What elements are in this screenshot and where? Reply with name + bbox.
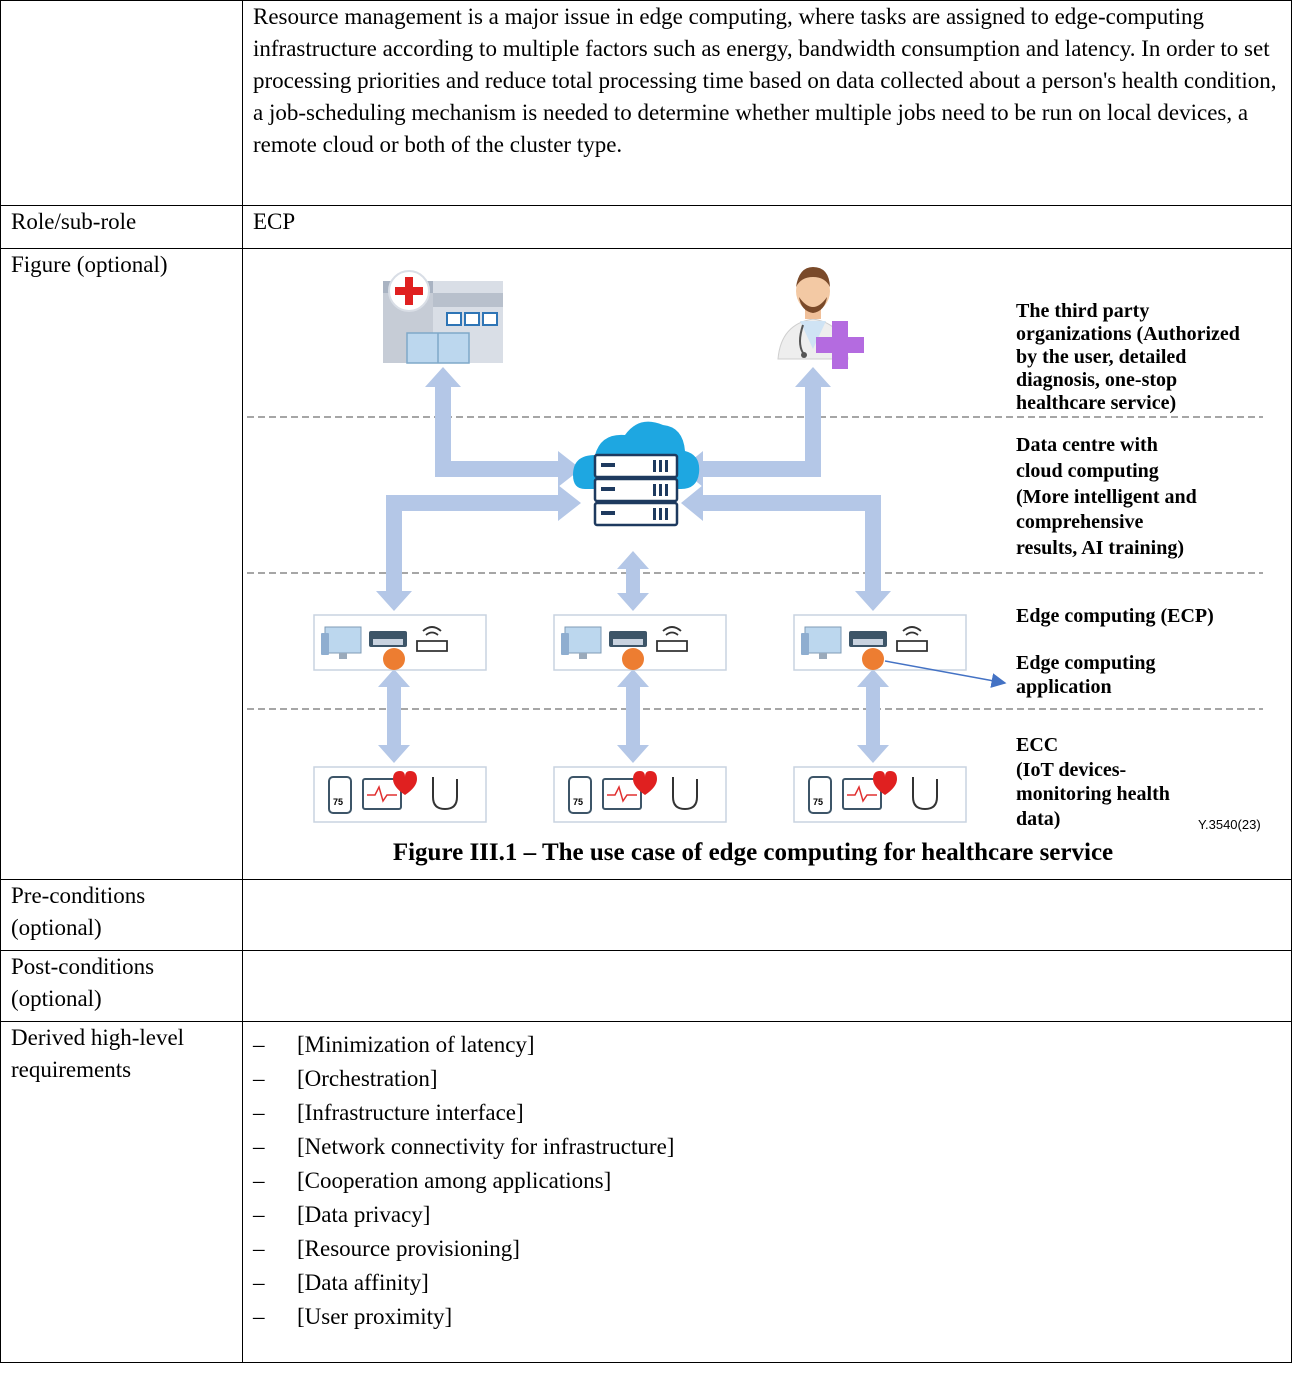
- requirement-item: –[Minimization of latency]: [253, 1032, 535, 1057]
- svg-text:monitoring health: monitoring health: [1016, 783, 1170, 805]
- label-edge-computing: Edge computing (ECP): [1016, 605, 1214, 627]
- post-conditions-value: [242, 950, 1292, 1022]
- ecc-devices-1: 75: [313, 766, 487, 823]
- figure: 75 75: [233, 249, 1273, 877]
- requirement-item: –[Orchestration]: [253, 1066, 438, 1091]
- svg-text:ECC: ECC: [1016, 734, 1058, 756]
- ecc-devices-3: 75: [793, 766, 967, 823]
- use-case-table: Resource management is a major issue in …: [0, 0, 1292, 1363]
- post-conditions-row: Post-conditions (optional): [0, 950, 1292, 1022]
- label-edge-app: Edge computing application: [1016, 652, 1155, 698]
- intro-text: Resource management is a major issue in …: [242, 0, 1292, 206]
- requirements-cell: –[Minimization of latency] –[Orchestrati…: [242, 1021, 1292, 1363]
- edge-app-arrow: [884, 660, 1007, 688]
- post-conditions-label: Post-conditions (optional): [0, 950, 243, 1022]
- doctor-icon: [777, 267, 864, 369]
- svg-text:results, AI training): results, AI training): [1016, 537, 1184, 559]
- edge-node-1: [313, 614, 487, 671]
- svg-text:The third party: The third party: [1016, 300, 1149, 322]
- requirements-list: –[Minimization of latency] –[Orchestrati…: [253, 1022, 1281, 1334]
- requirement-item: –[Resource provisioning]: [253, 1236, 520, 1261]
- svg-text:comprehensive: comprehensive: [1016, 511, 1144, 533]
- role-label: Role/sub-role: [0, 205, 243, 249]
- role-value: ECP: [242, 205, 1292, 249]
- intro-label-cell: [0, 0, 243, 206]
- edge-node-2: [553, 614, 727, 671]
- role-row: Role/sub-role ECP: [0, 205, 1292, 249]
- edge-healthcare-diagram: 75 75: [247, 267, 1263, 832]
- requirement-item: –[Data affinity]: [253, 1270, 429, 1295]
- requirement-item: –[User proximity]: [253, 1304, 453, 1329]
- edge-node-3: [793, 614, 967, 671]
- requirement-item: –[Data privacy]: [253, 1202, 431, 1227]
- figure-caption: Figure III.1 – The use case of edge comp…: [392, 839, 1114, 866]
- svg-text:organizations (Authorized: organizations (Authorized: [1016, 323, 1240, 345]
- label-data-centre: Data centre with cloud computing (More i…: [1016, 434, 1197, 559]
- svg-text:Data centre with: Data centre with: [1016, 434, 1158, 456]
- ecc-devices-2: 75: [553, 766, 727, 823]
- cloud-server-icon: [573, 421, 700, 527]
- intro-row: Resource management is a major issue in …: [0, 0, 1292, 206]
- pre-conditions-value: [242, 879, 1292, 951]
- svg-text:application: application: [1016, 676, 1112, 698]
- svg-text:by the user, detailed: by the user, detailed: [1016, 346, 1186, 368]
- watch-reading: 75: [573, 797, 583, 807]
- figure-cell: 75 75: [242, 248, 1292, 880]
- cloud-link-arrows: [376, 367, 891, 763]
- label-third-party: The third party organizations (Authorize…: [1016, 300, 1240, 414]
- svg-text:healthcare service): healthcare service): [1016, 392, 1176, 414]
- pre-conditions-label: Pre-conditions (optional): [0, 879, 243, 951]
- figure-tag: Y.3540(23): [1198, 817, 1261, 832]
- requirements-label: Derived high-level requirements: [0, 1021, 243, 1363]
- requirement-item: –[Infrastructure interface]: [253, 1100, 524, 1125]
- requirements-row: Derived high-level requirements –[Minimi…: [0, 1021, 1292, 1363]
- watch-reading: 75: [333, 797, 343, 807]
- label-ecc: ECC (IoT devices- monitoring health data…: [1016, 734, 1170, 830]
- requirement-item: –[Cooperation among applications]: [253, 1168, 612, 1193]
- svg-text:Edge computing: Edge computing: [1016, 652, 1155, 674]
- figure-label: Figure (optional): [0, 248, 243, 880]
- svg-text:(More intelligent and: (More intelligent and: [1016, 486, 1197, 508]
- watch-reading: 75: [813, 797, 823, 807]
- requirement-item: –[Network connectivity for infrastructur…: [253, 1134, 675, 1159]
- svg-text:diagnosis, one-stop: diagnosis, one-stop: [1016, 369, 1177, 391]
- figure-row: Figure (optional): [0, 248, 1292, 880]
- svg-text:data): data): [1016, 808, 1060, 830]
- svg-text:(IoT devices-: (IoT devices-: [1016, 759, 1126, 781]
- pre-conditions-row: Pre-conditions (optional): [0, 879, 1292, 951]
- hospital-icon: [383, 270, 503, 364]
- svg-text:cloud computing: cloud computing: [1016, 460, 1159, 482]
